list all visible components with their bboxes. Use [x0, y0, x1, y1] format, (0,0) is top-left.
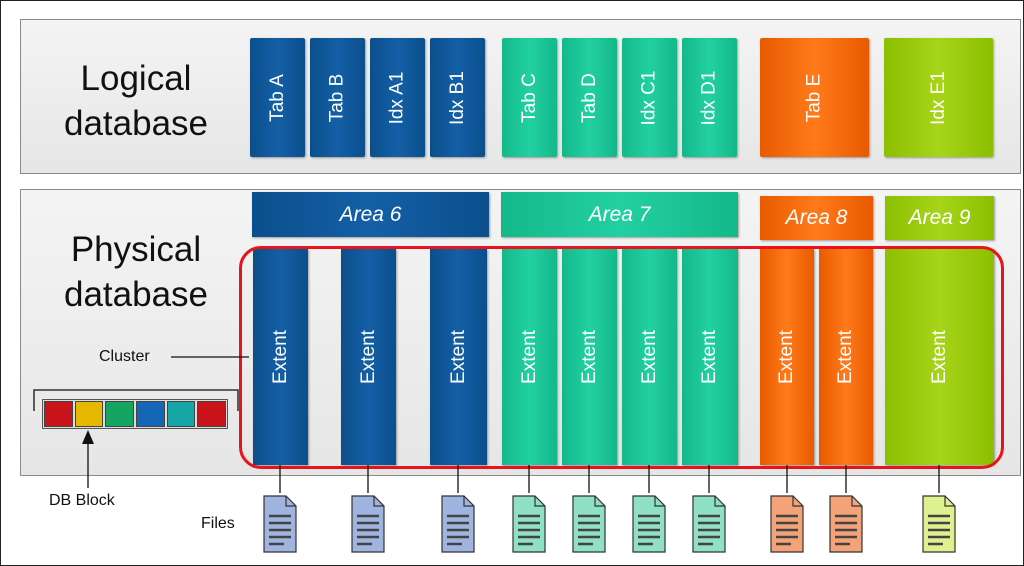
extent-area9-1: Extent: [885, 249, 994, 465]
files-label: Files: [201, 515, 235, 532]
data-file-icon-area7-4: [692, 495, 726, 553]
logical-label-line1: Logical: [80, 59, 192, 98]
physical-label-line2: database: [63, 275, 209, 314]
data-file-icon-area7-2: [572, 495, 606, 553]
area-9-header: Area 9: [885, 196, 994, 240]
logical-object-tab-e: Tab E: [760, 38, 869, 157]
data-file-icon-area8-1: [770, 495, 804, 553]
logical-object-tab-c: Tab C: [502, 38, 557, 157]
physical-database-label: Physical database: [41, 227, 231, 317]
extent-area8-2: Extent: [819, 249, 873, 465]
db-block-teal: [166, 401, 196, 427]
extent-area6-1: Extent: [253, 249, 308, 465]
data-file-icon-area7-3: [632, 495, 666, 553]
db-block-yellow: [74, 401, 104, 427]
logical-object-tab-b: Tab B: [310, 38, 365, 157]
physical-label-line1: Physical: [70, 230, 202, 269]
logical-object-idx-d1: Idx D1: [682, 38, 737, 157]
db-block-red: [44, 401, 73, 427]
db-block-label: DB Block: [49, 492, 115, 509]
area-6-header: Area 6: [252, 192, 489, 237]
cluster-bracket: [33, 389, 239, 411]
extent-area7-4: Extent: [682, 249, 738, 465]
data-file-icon-area6-3: [441, 495, 475, 553]
file-connectors: [279, 465, 940, 493]
extent-area6-3: Extent: [430, 249, 487, 465]
data-file-icon-area6-1: [263, 495, 297, 553]
extent-area7-2: Extent: [562, 249, 617, 465]
extent-area8-1: Extent: [760, 249, 814, 465]
area-7-header: Area 7: [501, 192, 738, 237]
extent-area7-3: Extent: [622, 249, 677, 465]
logical-object-idx-b1: Idx B1: [430, 38, 485, 157]
logical-object-idx-c1: Idx C1: [622, 38, 677, 157]
db-block-red-2: [197, 401, 227, 427]
logical-object-idx-a1: Idx A1: [370, 38, 425, 157]
data-file-icon-area6-2: [351, 495, 385, 553]
logical-label-line2: database: [63, 104, 209, 143]
area-8-header: Area 8: [760, 196, 873, 240]
extent-area7-1: Extent: [502, 249, 557, 465]
db-block-blue: [136, 401, 165, 427]
logical-object-idx-e1: Idx E1: [884, 38, 993, 157]
extent-area6-2: Extent: [341, 249, 396, 465]
db-block-arrowhead: [82, 430, 94, 444]
cluster-block-strip: [42, 399, 228, 429]
logical-object-tab-a: Tab A: [250, 38, 305, 157]
logical-object-tab-d: Tab D: [562, 38, 617, 157]
cluster-label: Cluster: [99, 348, 150, 365]
db-block-green: [105, 401, 135, 427]
logical-database-label: Logical database: [41, 56, 231, 146]
data-file-icon-area9-1: [922, 495, 956, 553]
data-file-icon-area7-1: [512, 495, 546, 553]
data-file-icon-area8-2: [829, 495, 863, 553]
